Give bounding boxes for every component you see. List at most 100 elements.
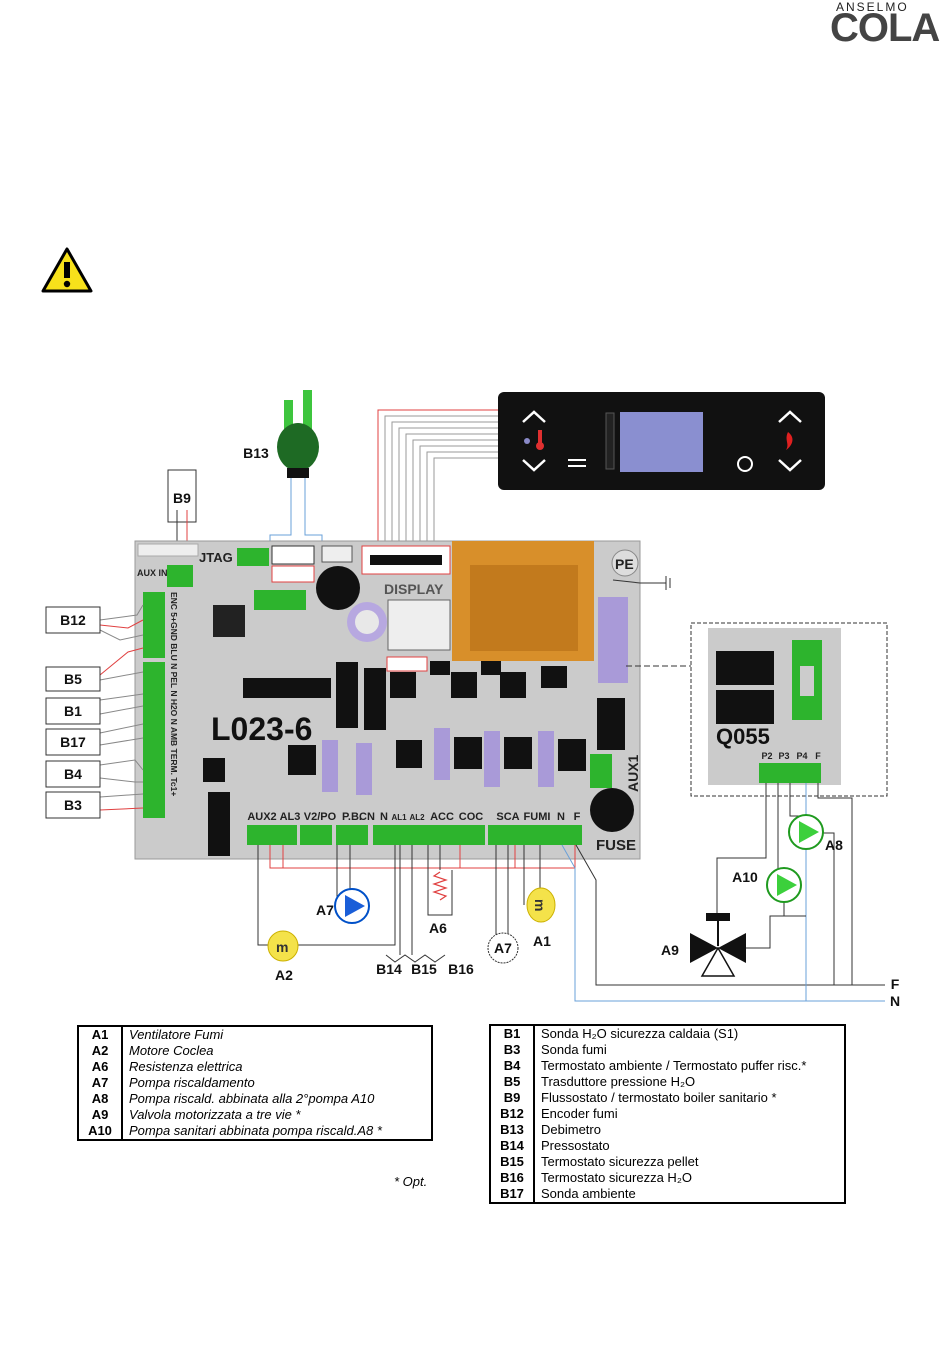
tag-b5: B5: [64, 671, 82, 687]
legend-code: B17: [490, 1186, 535, 1203]
control-board: [134, 540, 641, 860]
legend-description: Resistenza elettrica: [129, 1059, 243, 1074]
tag-a10: A10: [732, 869, 758, 885]
legend-row: B1 Sonda H₂O sicurezza caldaia (S1): [490, 1025, 845, 1042]
bottom-connector-label: V2/PO: [304, 811, 337, 823]
legend-row: A1 Ventilatore Fumi: [78, 1026, 432, 1043]
legend-code: A10: [78, 1123, 123, 1140]
legend-description: Valvola motorizzata a tre vie *: [129, 1107, 301, 1122]
legend-row: B4 Termostato ambiente / Termostato puffe…: [490, 1058, 845, 1074]
legend-description: Motore Coclea: [129, 1043, 214, 1058]
bottom-connector-label: N: [380, 811, 388, 823]
legend-row: B12 Encoder fumi: [490, 1106, 845, 1122]
pe-label: PE: [615, 556, 634, 572]
legend-row: B5 Trasduttore pressione H₂O: [490, 1074, 845, 1090]
legend-code: A7: [78, 1075, 123, 1091]
module-pin-label: P2: [761, 751, 772, 761]
bottom-connector-label: P.B.: [342, 811, 362, 823]
tag-box: [45, 728, 101, 756]
legend-description: Termostato sicurezza pellet: [541, 1154, 699, 1169]
tag-b3: B3: [64, 797, 82, 813]
tag-b14: B14: [376, 961, 402, 977]
bottom-connector-label: ACC: [430, 811, 454, 823]
legend-row: A2 Motore Coclea: [78, 1043, 432, 1059]
tag-b13: B13: [243, 445, 269, 461]
q055-module: [626, 622, 888, 797]
warning-icon: [41, 247, 93, 293]
tag-box: [45, 791, 101, 819]
legend-description: Sonda ambiente: [541, 1186, 636, 1201]
legend-description: Trasduttore pressione H₂O: [541, 1074, 696, 1089]
legend-code: A8: [78, 1091, 123, 1107]
legend-row: A7 Pompa riscaldamento: [78, 1075, 432, 1091]
legend-code: B9: [490, 1090, 535, 1106]
tag-box: [45, 666, 101, 692]
bottom-connector-label: F: [574, 811, 581, 823]
bottom-connector-label: CN: [359, 811, 375, 823]
legend-description: Ventilatore Fumi: [129, 1027, 224, 1042]
aux-in-label: AUX IN: [137, 568, 168, 578]
legend-description: Pressostato: [541, 1138, 610, 1153]
tag-box: [45, 606, 101, 634]
bottom-connector-label: N: [557, 811, 565, 823]
logo-main-text: COLA: [830, 6, 940, 50]
legend-row: A6 Resistenza elettrica: [78, 1059, 432, 1075]
bottom-connector-label: AL2: [409, 813, 425, 822]
tag-b16: B16: [448, 961, 474, 977]
legend-code: B4: [490, 1058, 535, 1074]
legend-description: Debimetro: [541, 1122, 601, 1137]
tag-a6: A6: [429, 920, 447, 936]
tag-b17: B17: [60, 734, 86, 750]
legend-code: B3: [490, 1042, 535, 1058]
tag-box: [45, 697, 101, 725]
bottom-connector-label: AUX2: [247, 811, 276, 823]
module-pin-label: P4: [796, 751, 807, 761]
module-pin-labels: P2 P3 P4 F: [761, 751, 821, 761]
module-pin-label: P3: [778, 751, 789, 761]
legend-code: B13: [490, 1122, 535, 1138]
legend-code: A6: [78, 1059, 123, 1075]
module-name-label: Q055: [716, 724, 770, 749]
tag-b12: B12: [60, 612, 86, 628]
legend-description: Encoder fumi: [541, 1106, 618, 1121]
tag-b9: B9: [173, 490, 191, 506]
legend-code: A9: [78, 1107, 123, 1123]
legend-description: Termostato ambiente / Termostato puffer …: [541, 1058, 807, 1073]
module-pin-label: F: [815, 751, 821, 761]
fuse-label: FUSE: [596, 837, 636, 854]
tag-a1: A1: [533, 933, 551, 949]
display-connector-label: DISPLAY: [384, 581, 444, 597]
legend-code: A2: [78, 1043, 123, 1059]
display-panel: [498, 392, 825, 490]
left-pin-labels: ENC 5+GND BLU N PEL N H2O N AMB TERM. Tc…: [169, 592, 179, 796]
tag-b1: B1: [64, 703, 82, 719]
legend-code: B12: [490, 1106, 535, 1122]
legend-description: Pompa riscaldamento: [129, 1075, 255, 1090]
logo-top-text: ANSELMO: [836, 0, 909, 14]
legend-code: A1: [78, 1026, 123, 1043]
legend-description: Sonda H₂O sicurezza caldaia (S1): [541, 1026, 739, 1041]
legend-row: B13 Debimetro: [490, 1122, 845, 1138]
legend-code: B1: [490, 1025, 535, 1042]
legend-row: B17 Sonda ambiente: [490, 1186, 845, 1203]
bottom-connector-label: AL1: [391, 813, 407, 822]
tag-a9: A9: [661, 942, 679, 958]
legend-description: Sonda fumi: [541, 1042, 607, 1057]
aux1-label: AUX1: [625, 754, 641, 792]
tag-a2: A2: [275, 967, 293, 983]
bottom-connector-label: COC: [459, 811, 484, 823]
tag-b15: B15: [411, 961, 437, 977]
legend-code: B5: [490, 1074, 535, 1090]
optional-note: * Opt.: [394, 1174, 428, 1189]
